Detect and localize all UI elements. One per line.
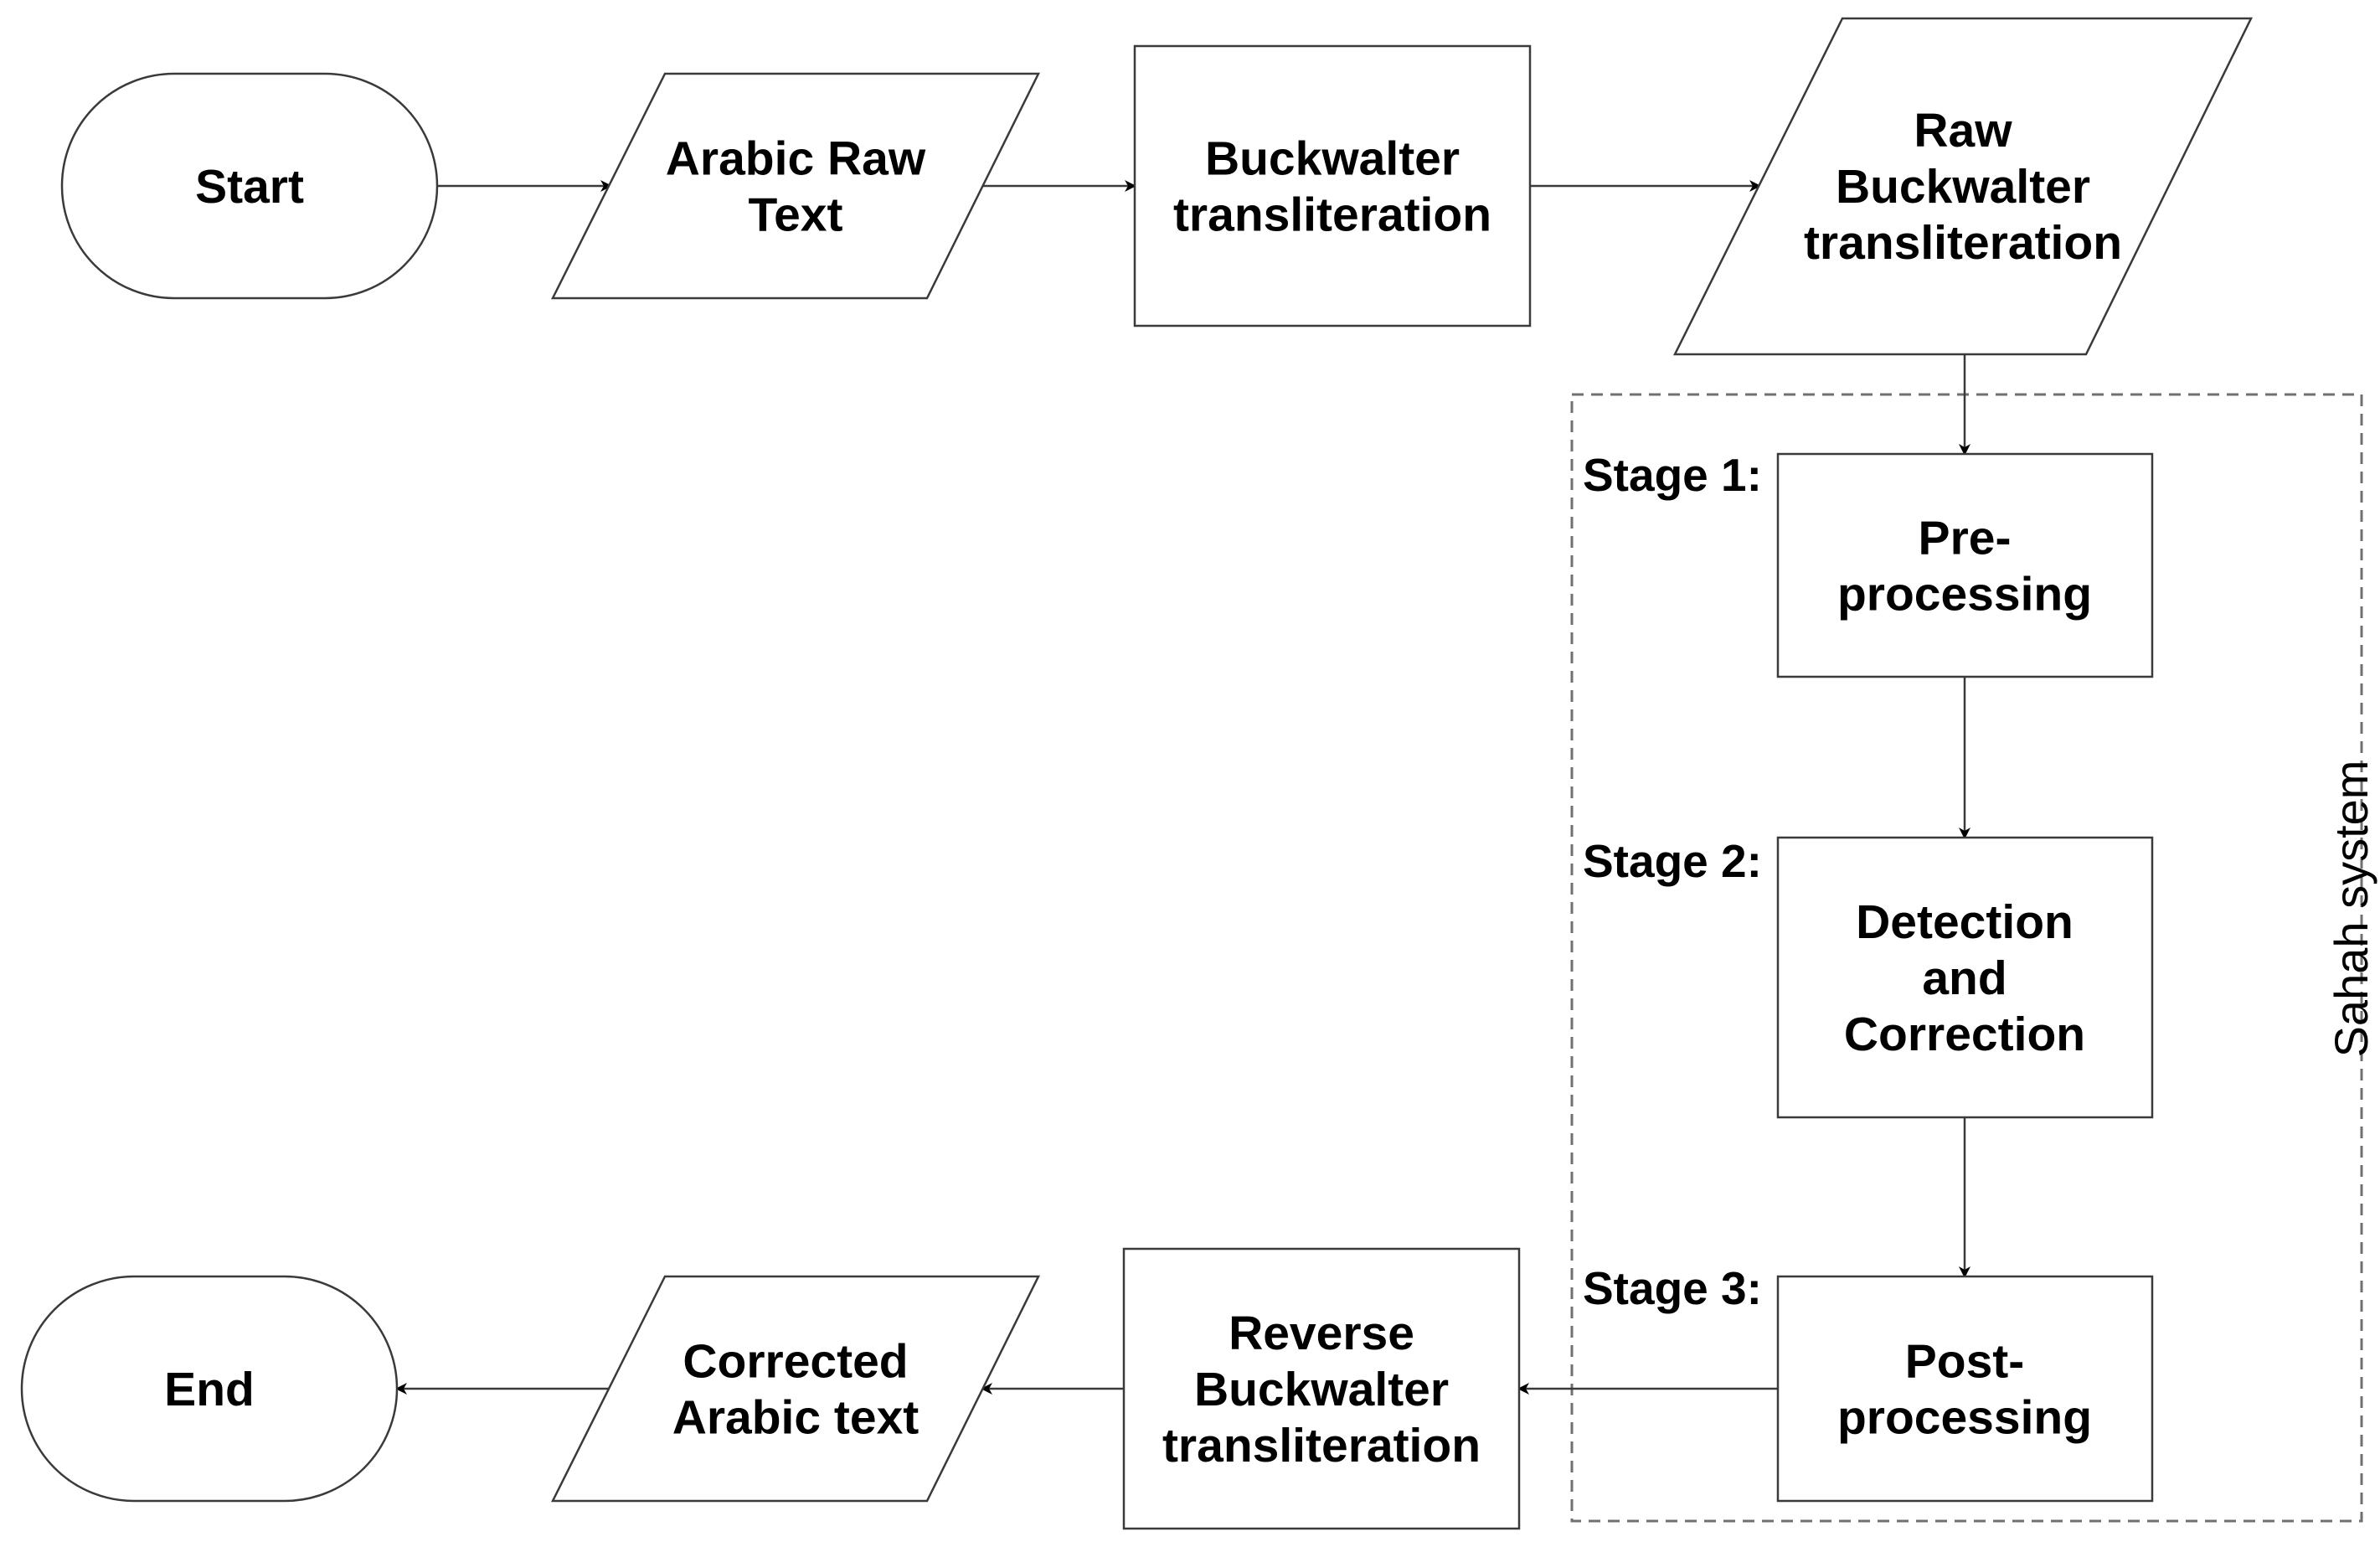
- stage-2-label: Stage 2:: [1583, 835, 1762, 887]
- start-line-1: Start: [195, 160, 304, 214]
- buckwalter-line-1: Buckwalter: [1205, 132, 1460, 186]
- end-label: End: [164, 1363, 255, 1416]
- corrected-arabic-text-shape: [550, 1275, 1041, 1503]
- detection-line-3: Correction: [1844, 1008, 2085, 1061]
- sahah-system-label: Sahah system: [2325, 761, 2377, 1058]
- start-label: Start: [195, 160, 304, 214]
- end-shape: [20, 1275, 399, 1503]
- postprocessing-line-2: processing: [1837, 1391, 2092, 1445]
- edges: [395, 180, 1970, 1395]
- raw-buckwalter-shape: [1672, 17, 2254, 356]
- postprocessing-node: Post-processing: [1776, 1275, 2154, 1503]
- reverse-buckwalter-line-3: transliteration: [1162, 1419, 1481, 1472]
- postprocessing-line-1: Post-: [1905, 1335, 2025, 1389]
- arabic-raw-text-line-2: Text: [749, 188, 843, 242]
- postprocessing-label: Post-processing: [1837, 1335, 2092, 1445]
- stage-3-label: Stage 3:: [1583, 1262, 1762, 1314]
- raw-buckwalter-line-3: transliteration: [1804, 216, 2122, 270]
- postprocessing-shape: [1776, 1275, 2154, 1503]
- preprocessing-label: Pre-processing: [1837, 512, 2092, 621]
- preprocessing-node: Pre-processing: [1776, 452, 2154, 678]
- sahah-system-group: Sahah system: [1570, 393, 2377, 1523]
- end-node: End: [20, 1275, 399, 1503]
- corrected-text-line-1: Corrected: [683, 1335, 908, 1389]
- raw-buckwalter-line-2: Buckwalter: [1836, 160, 2090, 214]
- end-line-1: End: [164, 1363, 255, 1416]
- sahah-system-border: [1570, 393, 2363, 1523]
- corrected-text-line-2: Arabic text: [672, 1391, 920, 1445]
- preprocessing-shape: [1776, 452, 2154, 678]
- stage-1-label: Stage 1:: [1583, 449, 1762, 501]
- raw-buckwalter-line-1: Raw: [1914, 104, 2012, 157]
- buckwalter-transliteration-shape: [1133, 44, 1532, 327]
- reverse-buckwalter-line-2: Buckwalter: [1194, 1363, 1449, 1416]
- preprocessing-line-1: Pre-: [1919, 512, 2012, 565]
- buckwalter-line-2: transliteration: [1173, 188, 1491, 242]
- reverse-buckwalter-shape: [1122, 1247, 1521, 1530]
- start-node: Start: [60, 72, 439, 300]
- arabic-raw-text-shape: [550, 72, 1041, 300]
- reverse-buckwalter-line-1: Reverse: [1229, 1307, 1414, 1360]
- start-shape: [60, 72, 439, 300]
- detection-line-2: and: [1922, 951, 2007, 1005]
- detection-line-1: Detection: [1856, 895, 2073, 949]
- detection-correction-shape: [1776, 836, 2154, 1119]
- arabic-raw-text-line-1: Arabic Raw: [666, 132, 926, 186]
- preprocessing-line-2: processing: [1837, 568, 2092, 621]
